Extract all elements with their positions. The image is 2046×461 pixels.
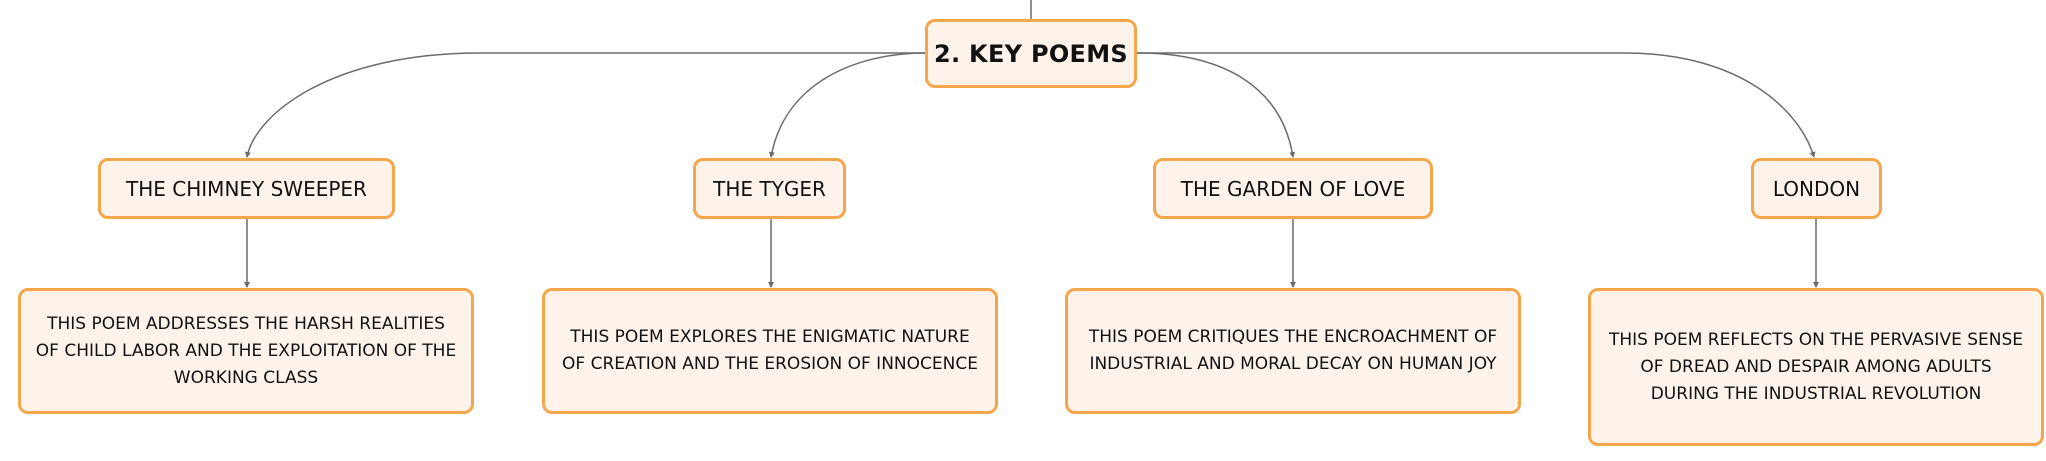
topic-label: THE TYGER: [713, 176, 826, 201]
connector-root-to-london: [1137, 52, 1816, 158]
topic-node-garden-of-love[interactable]: THE GARDEN OF LOVE: [1153, 158, 1433, 219]
description-node-tyger[interactable]: THIS POEM EXPLORES THE ENIGMATIC NATURE …: [542, 288, 998, 414]
description-text: THIS POEM ADDRESSES THE HARSH REALITIES …: [35, 313, 457, 388]
description-node-chimney-sweeper[interactable]: THIS POEM ADDRESSES THE HARSH REALITIES …: [18, 288, 474, 414]
connector-root-to-tyger: [768, 52, 926, 158]
topic-node-london[interactable]: LONDON: [1751, 158, 1882, 219]
root-node-key-poems[interactable]: 2. KEY POEMS: [925, 19, 1137, 88]
topic-label: LONDON: [1772, 176, 1861, 201]
root-node-label: 2. KEY POEMS: [933, 39, 1129, 68]
connector-root-to-garden-of-love: [1136, 52, 1296, 158]
description-node-london[interactable]: THIS POEM REFLECTS ON THE PERVASIVE SENS…: [1588, 288, 2044, 446]
topic-label: THE CHIMNEY SWEEPER: [126, 176, 367, 201]
description-text: THIS POEM EXPLORES THE ENIGMATIC NATURE …: [562, 327, 978, 374]
description-text: THIS POEM CRITIQUES THE ENCROACHMENT OF …: [1088, 327, 1498, 374]
topic-node-chimney-sweeper[interactable]: THE CHIMNEY SWEEPER: [98, 158, 395, 219]
connector-root-to-chimney-sweeper: [244, 52, 925, 158]
topic-node-tyger[interactable]: THE TYGER: [693, 158, 846, 219]
topic-label: THE GARDEN OF LOVE: [1180, 176, 1406, 201]
description-text: THIS POEM REFLECTS ON THE PERVASIVE SENS…: [1608, 329, 2024, 404]
description-node-garden-of-love[interactable]: THIS POEM CRITIQUES THE ENCROACHMENT OF …: [1065, 288, 1521, 414]
